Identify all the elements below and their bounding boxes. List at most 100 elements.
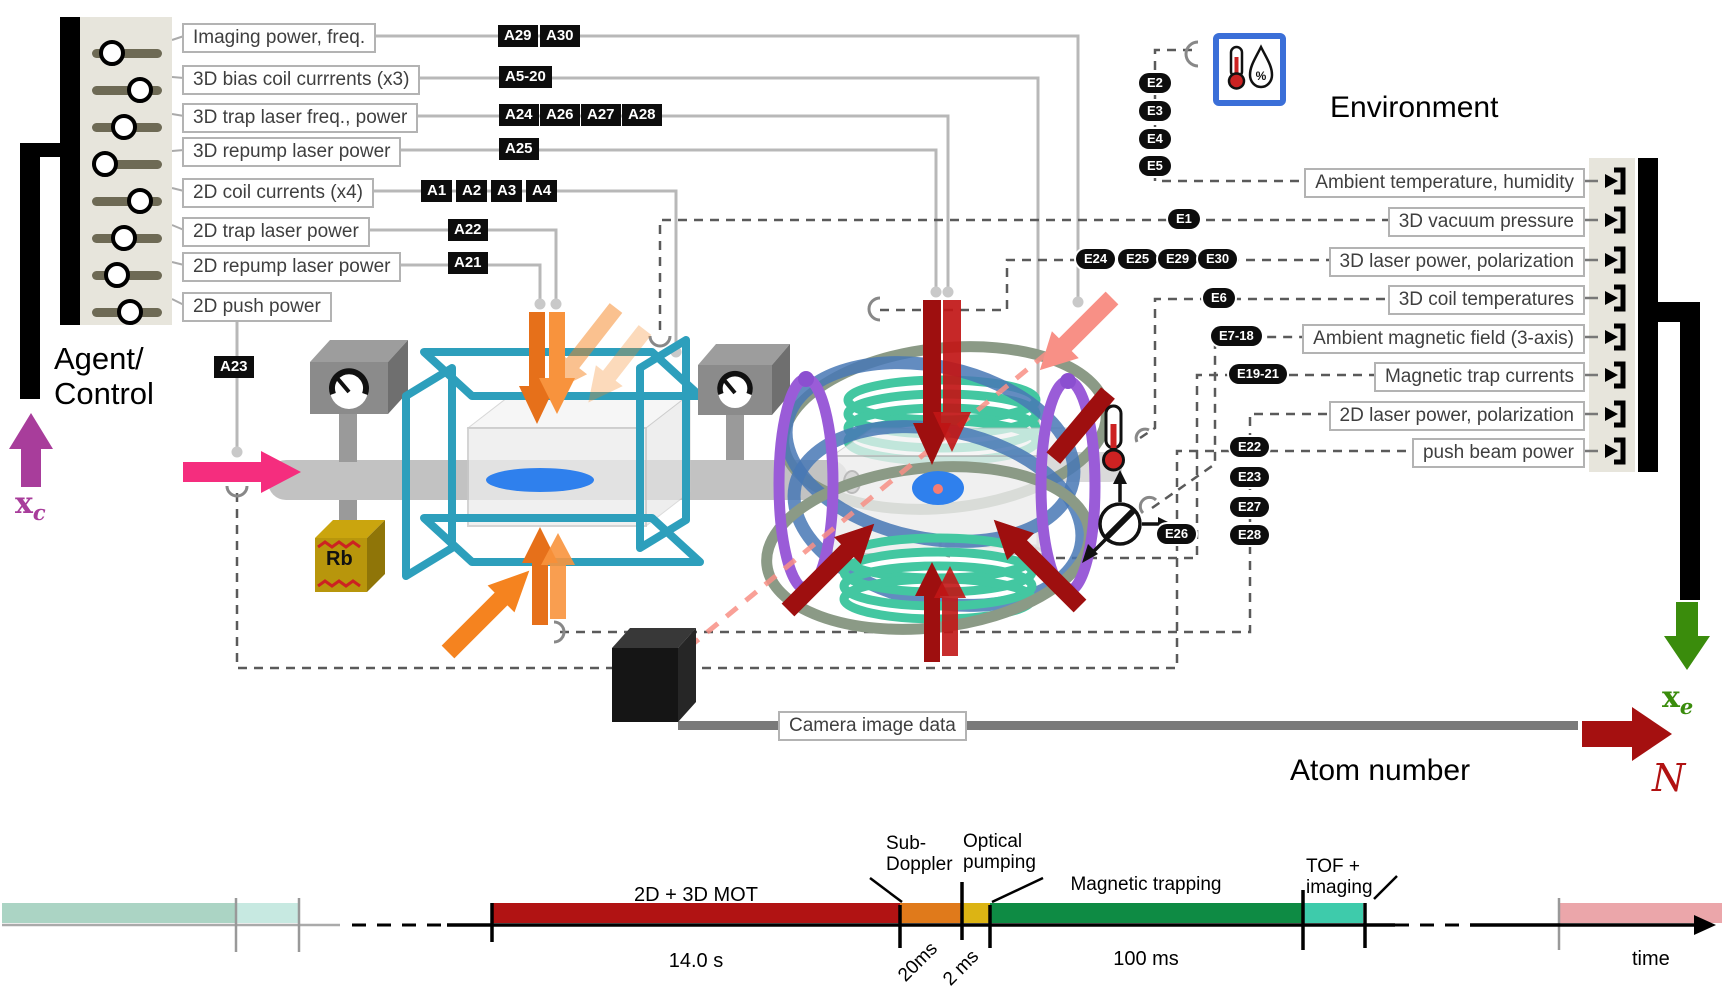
camera-icon bbox=[612, 628, 696, 722]
tag-e1: E1 bbox=[1168, 209, 1200, 229]
control-label-2d-coil: 2D coil currents (x4) bbox=[182, 178, 374, 208]
atom-number-arrow bbox=[1582, 707, 1672, 761]
tag-a2: A2 bbox=[456, 180, 488, 202]
sensor-label-ambient-temp: Ambient temperature, humidity bbox=[1304, 168, 1585, 198]
humidity-droplet-icon bbox=[1248, 44, 1274, 89]
phase-magnetic-trapping bbox=[990, 903, 1303, 923]
sensor-label-3d-laser: 3D laser power, polarization bbox=[1328, 247, 1585, 277]
imaging-beam bbox=[686, 320, 1087, 650]
tag-e25: E25 bbox=[1118, 249, 1158, 269]
sensor-label-push-beam: push beam power bbox=[1411, 438, 1585, 468]
phase-duration-magnetic: 100 ms bbox=[1113, 948, 1179, 970]
sensor-input-port-icon bbox=[1594, 167, 1626, 195]
phase-mot bbox=[492, 903, 900, 923]
time-axis-arrowhead bbox=[1694, 915, 1716, 935]
sensor-input-port-icon bbox=[1594, 284, 1626, 312]
atom-cloud-2d bbox=[486, 468, 594, 492]
environment-output-arrow bbox=[1664, 602, 1710, 670]
control-label-2d-repump: 2D repump laser power bbox=[182, 252, 402, 282]
laser-beams-3d bbox=[781, 300, 1115, 662]
tag-e2: E2 bbox=[1139, 73, 1171, 93]
agent-slider-panel bbox=[80, 17, 172, 325]
pressure-gauge-icon bbox=[310, 340, 408, 462]
sensor-input-port-icon bbox=[1594, 246, 1626, 274]
tag-e4: E4 bbox=[1139, 129, 1171, 149]
tag-a21: A21 bbox=[448, 252, 488, 274]
tag-a1: A1 bbox=[421, 180, 453, 202]
phase-label-subdoppler: Sub-Doppler bbox=[886, 833, 953, 875]
rb-source bbox=[315, 500, 385, 592]
sensor-input-port-icon bbox=[1594, 361, 1626, 389]
slider-imaging-power[interactable] bbox=[92, 40, 162, 66]
control-label-2d-push: 2D push power bbox=[182, 292, 332, 322]
laser-beams-2d bbox=[441, 303, 652, 659]
tag-a4: A4 bbox=[526, 180, 558, 202]
phase-label-magnetic: Magnetic trapping bbox=[1070, 874, 1222, 895]
sensor-label-3d-coil-temp: 3D coil temperatures bbox=[1387, 285, 1585, 315]
temperature-humidity-sensor: % bbox=[1213, 33, 1286, 106]
slider-2d-push-power[interactable] bbox=[92, 299, 162, 325]
tag-a23: A23 bbox=[214, 356, 254, 378]
control-label-3d-repump: 3D repump laser power bbox=[182, 137, 402, 167]
slider-3d-trap-laser[interactable] bbox=[92, 114, 162, 140]
tag-a3: A3 bbox=[491, 180, 523, 202]
sensor-input-port-icon bbox=[1594, 437, 1626, 465]
environment-title: Environment bbox=[1330, 91, 1499, 124]
slider-2d-trap-laser[interactable] bbox=[92, 225, 162, 251]
tag-e30: E30 bbox=[1198, 249, 1238, 269]
atom-number-label: Atom number bbox=[1290, 754, 1471, 787]
sensor-port-strip bbox=[1589, 158, 1635, 472]
control-input-arrow bbox=[9, 413, 53, 487]
tag-a27: A27 bbox=[581, 104, 621, 126]
sensor-label-3d-vacuum: 3D vacuum pressure bbox=[1387, 207, 1585, 237]
environment-vector-label: xe bbox=[1662, 680, 1694, 719]
environment-frame bbox=[1638, 158, 1700, 600]
agent-frame bbox=[20, 17, 80, 399]
thermometer-icon bbox=[1102, 404, 1125, 472]
tag-a28: A28 bbox=[622, 104, 662, 126]
phase-optical-pumping bbox=[962, 903, 990, 923]
slider-2d-coil-currents[interactable] bbox=[92, 188, 162, 214]
slider-2d-repump-laser[interactable] bbox=[92, 262, 162, 288]
tag-e23: E23 bbox=[1230, 467, 1270, 487]
tag-a24: A24 bbox=[499, 104, 539, 126]
sensor-label-magnetic-field: Ambient magnetic field (3-axis) bbox=[1302, 324, 1585, 354]
tag-e7-18: E7-18 bbox=[1211, 326, 1262, 346]
tag-e22: E22 bbox=[1230, 437, 1270, 457]
svg-text:%: % bbox=[1256, 69, 1267, 83]
timeline bbox=[2, 875, 1722, 952]
phase-duration-mot: 14.0 s bbox=[668, 950, 724, 972]
magnetometer-icon bbox=[1082, 470, 1172, 563]
thermometer-icon bbox=[1227, 45, 1246, 90]
tag-e6: E6 bbox=[1203, 288, 1235, 308]
time-axis-label: time bbox=[1632, 948, 1670, 970]
tag-a30: A30 bbox=[540, 25, 580, 47]
sensor-input-port-icon bbox=[1594, 206, 1626, 234]
tag-e3: E3 bbox=[1139, 101, 1171, 121]
agent-control-title: Agent/ Control bbox=[54, 341, 154, 411]
sensor-label-2d-laser: 2D laser power, polarization bbox=[1328, 401, 1585, 431]
tag-a29: A29 bbox=[498, 25, 538, 47]
tag-a25: A25 bbox=[499, 138, 539, 160]
chamber-2d-mot bbox=[402, 303, 704, 659]
camera-data-label: Camera image data bbox=[778, 711, 967, 741]
imaging-beam-arrow bbox=[1039, 291, 1119, 371]
push-beam-arrow bbox=[183, 451, 301, 493]
tag-a22: A22 bbox=[448, 219, 488, 241]
control-label-3d-bias: 3D bias coil currrents (x3) bbox=[182, 65, 421, 95]
control-label-3d-trap: 3D trap laser freq., power bbox=[182, 103, 419, 133]
sensor-input-port-icon bbox=[1594, 323, 1626, 351]
atom-number-symbol: N bbox=[1652, 756, 1686, 800]
slider-3d-bias-coils[interactable] bbox=[92, 77, 162, 103]
slider-3d-repump-laser[interactable] bbox=[91, 151, 162, 177]
control-label-imaging: Imaging power, freq. bbox=[182, 23, 377, 53]
phase-subdoppler bbox=[900, 903, 962, 923]
tag-a26: A26 bbox=[540, 104, 580, 126]
tag-e5: E5 bbox=[1139, 156, 1171, 176]
phase-label-mot: 2D + 3D MOT bbox=[634, 884, 758, 906]
tag-e24: E24 bbox=[1076, 249, 1116, 269]
tag-e26: E26 bbox=[1157, 524, 1197, 544]
tag-e28: E28 bbox=[1230, 525, 1270, 545]
